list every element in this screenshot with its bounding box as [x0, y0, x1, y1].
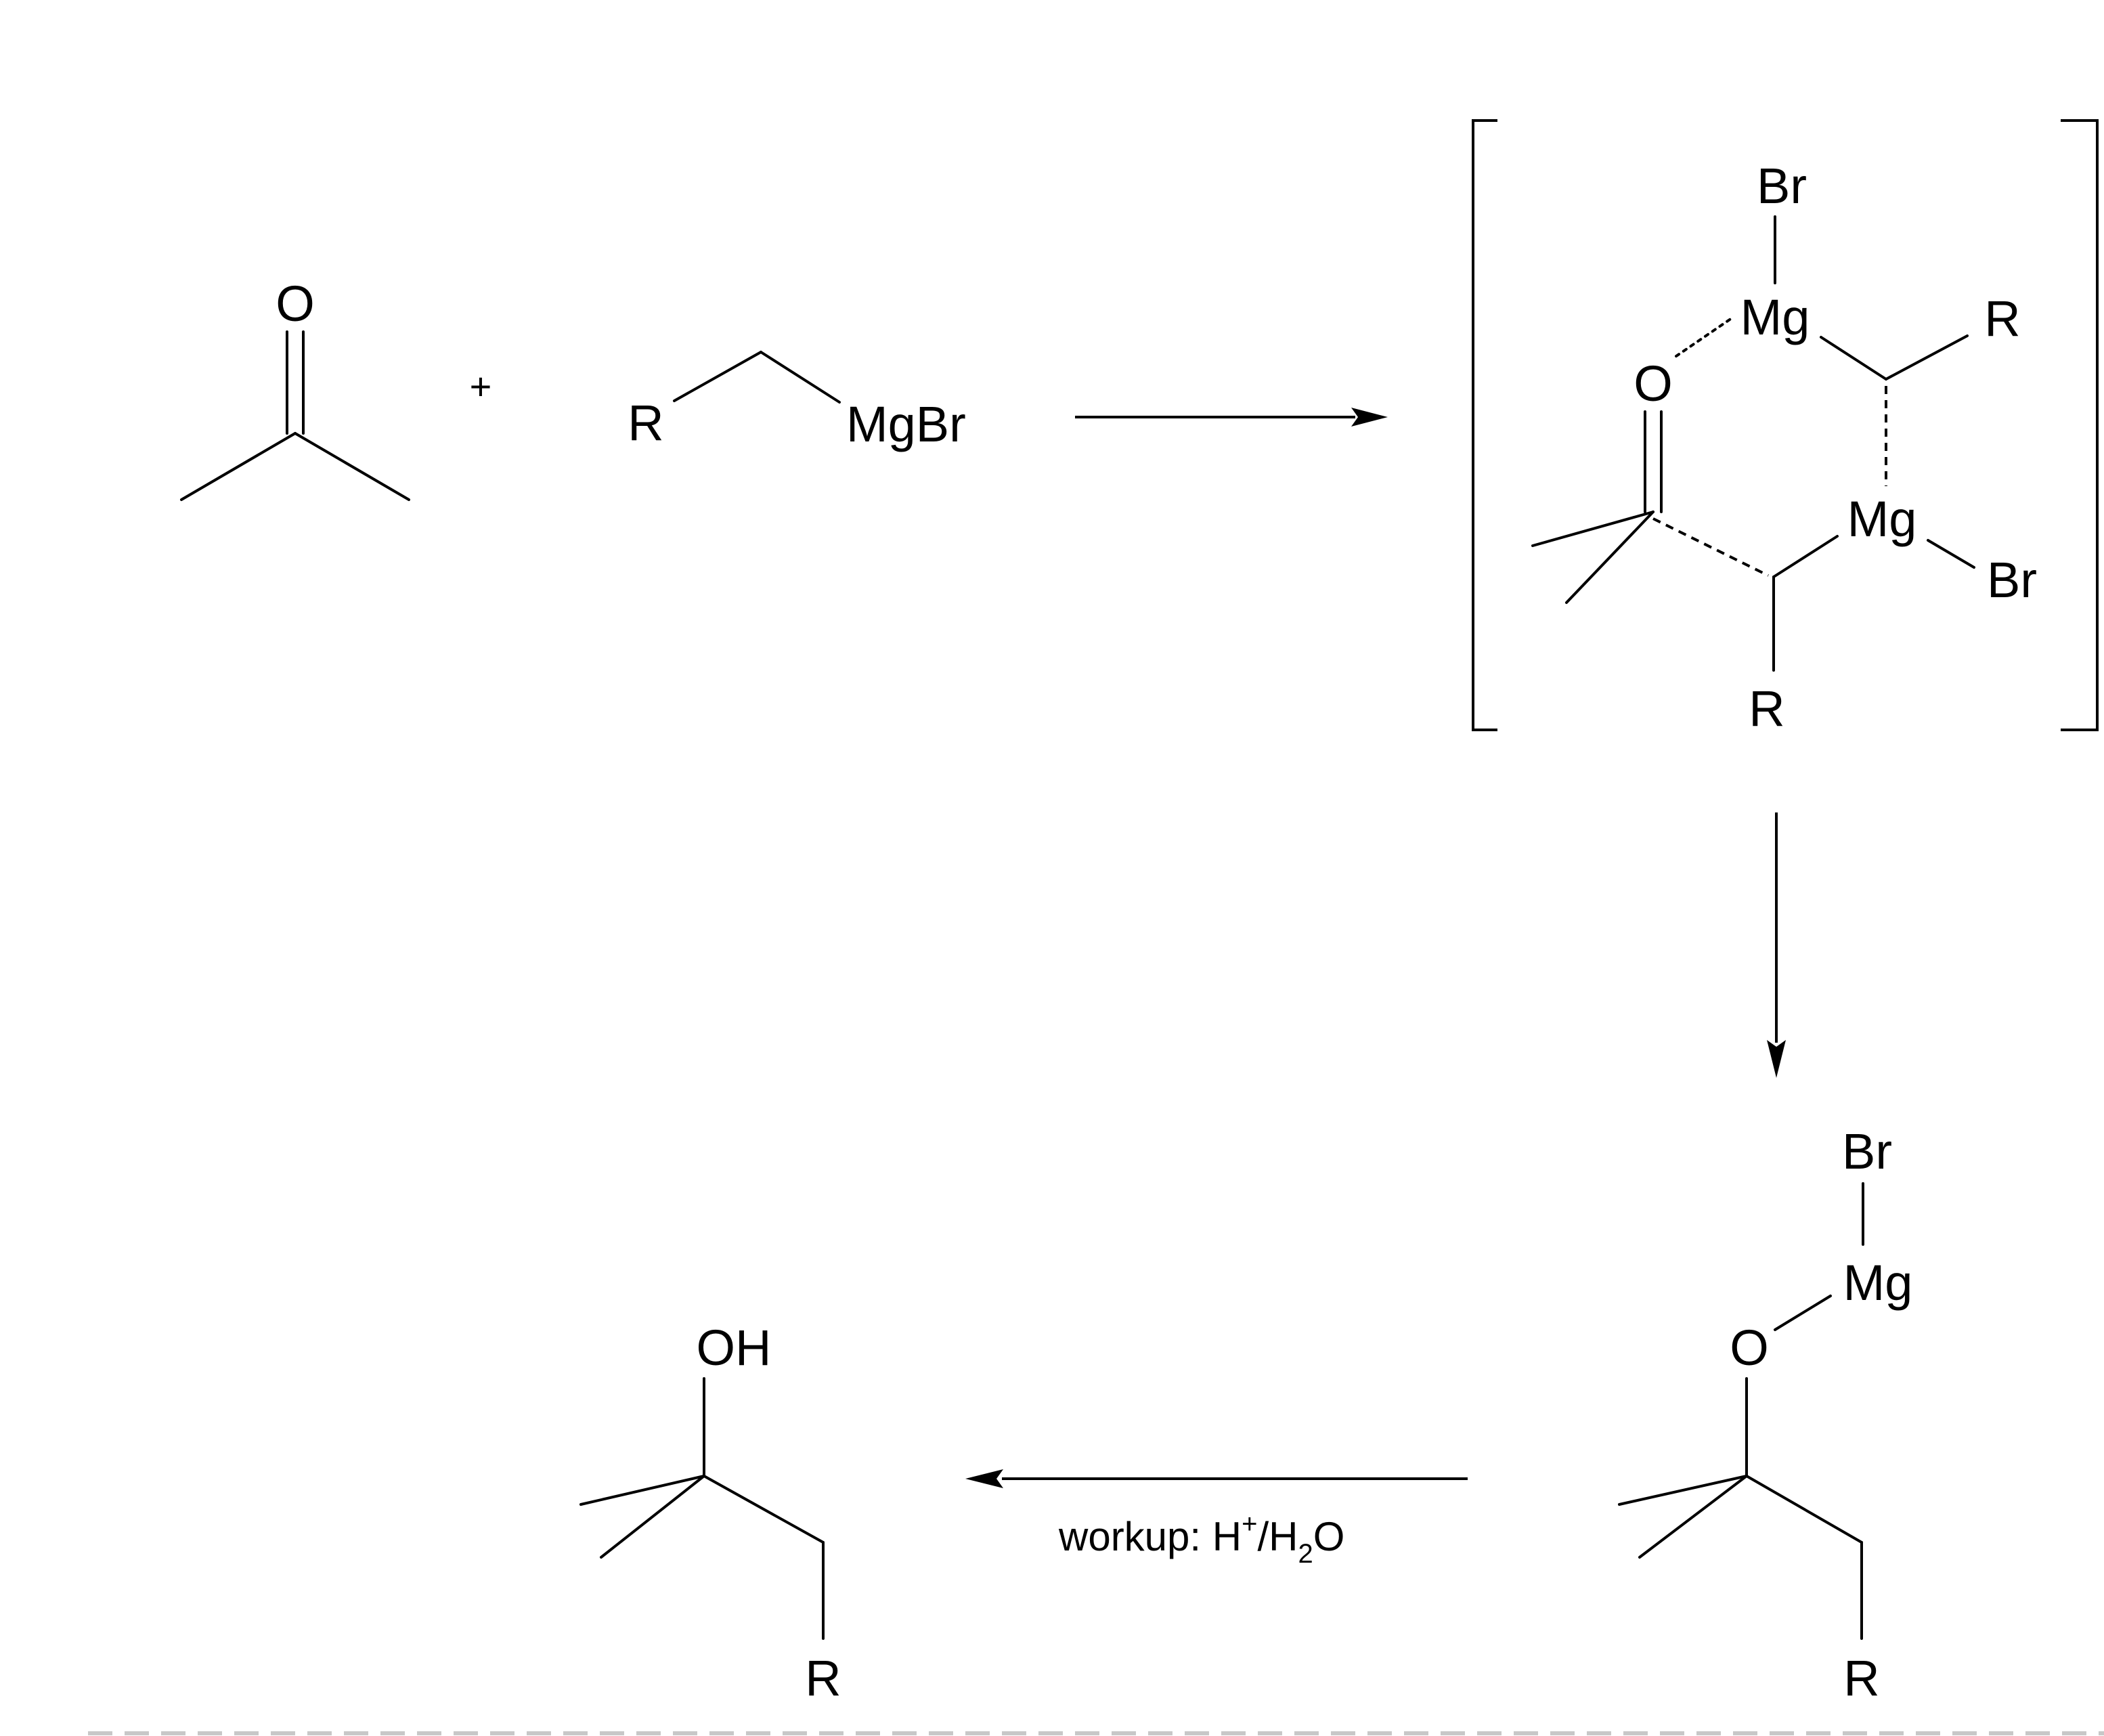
reaction-arrow-2 [1767, 812, 1786, 1078]
reaction-arrow-1 [1075, 408, 1388, 427]
ts-top-br-label: Br [1757, 158, 1807, 214]
workup-condition-label: workup: H+/H2O [1058, 1509, 1344, 1569]
grignard-structure: R MgBr [628, 351, 966, 452]
ts-lower-mg-label: Mg [1847, 491, 1917, 547]
product-c-me2-bond [600, 1475, 705, 1559]
grignard-r-label: R [628, 395, 663, 451]
alkoxide-c-ch2-bond [1745, 1475, 1863, 1544]
ts-top-mg-label: Mg [1740, 289, 1810, 345]
alkoxide-structure: Br Mg O R [1618, 1123, 1913, 1706]
grignard-r-ch2-bond [673, 351, 762, 402]
ts-lower-br-label: Br [1987, 552, 2037, 608]
alkoxide-mg-o-bond [1774, 1295, 1832, 1331]
ts-right-r-label: R [1984, 290, 2020, 347]
product-structure: OH R [579, 1320, 841, 1706]
alkoxide-r-label: R [1843, 1650, 1879, 1706]
acetone-left-bond [180, 432, 297, 501]
acetone-structure: O [180, 276, 410, 501]
alkoxide-mg-label: Mg [1843, 1255, 1913, 1311]
ts-mg2-br-bond [1927, 539, 1975, 569]
grignard-ch2-mg-bond [760, 351, 841, 404]
ts-c-me1-bond [1531, 511, 1654, 547]
reaction-arrow-3 [965, 1469, 1468, 1488]
product-c-me1-bond [579, 1475, 705, 1506]
product-r-label: R [805, 1650, 841, 1706]
left-bracket [1472, 119, 1497, 731]
alkoxide-br-label: Br [1842, 1123, 1892, 1179]
alkoxide-c-me2-bond [1638, 1475, 1748, 1559]
alkoxide-c-me1-bond [1618, 1475, 1748, 1506]
product-oh-label: OH [697, 1320, 772, 1376]
transition-state: Br Mg R O Mg Br R [1472, 119, 2099, 737]
product-c-ch2-bond [703, 1475, 825, 1544]
ts-o-mg-dotted-bond [1675, 317, 1733, 357]
right-bracket [2061, 119, 2099, 731]
ts-bottom-r-label: R [1749, 680, 1784, 737]
ts-oxygen-label: O [1634, 355, 1673, 412]
ts-c-r-bond [1885, 334, 1969, 381]
ts-c-mg2-bond [1772, 535, 1839, 578]
ts-c-me2-bond [1565, 511, 1654, 604]
ts-c-c-dashed-bond [1652, 517, 1769, 577]
plus-sign: + [470, 365, 492, 408]
ts-mg-c-bond [1820, 336, 1887, 381]
alkoxide-oxygen-label: O [1730, 1320, 1769, 1376]
acetone-right-bond [294, 432, 410, 501]
grignard-mgbr-label: MgBr [846, 396, 966, 452]
acetone-oxygen-label: O [276, 276, 315, 332]
